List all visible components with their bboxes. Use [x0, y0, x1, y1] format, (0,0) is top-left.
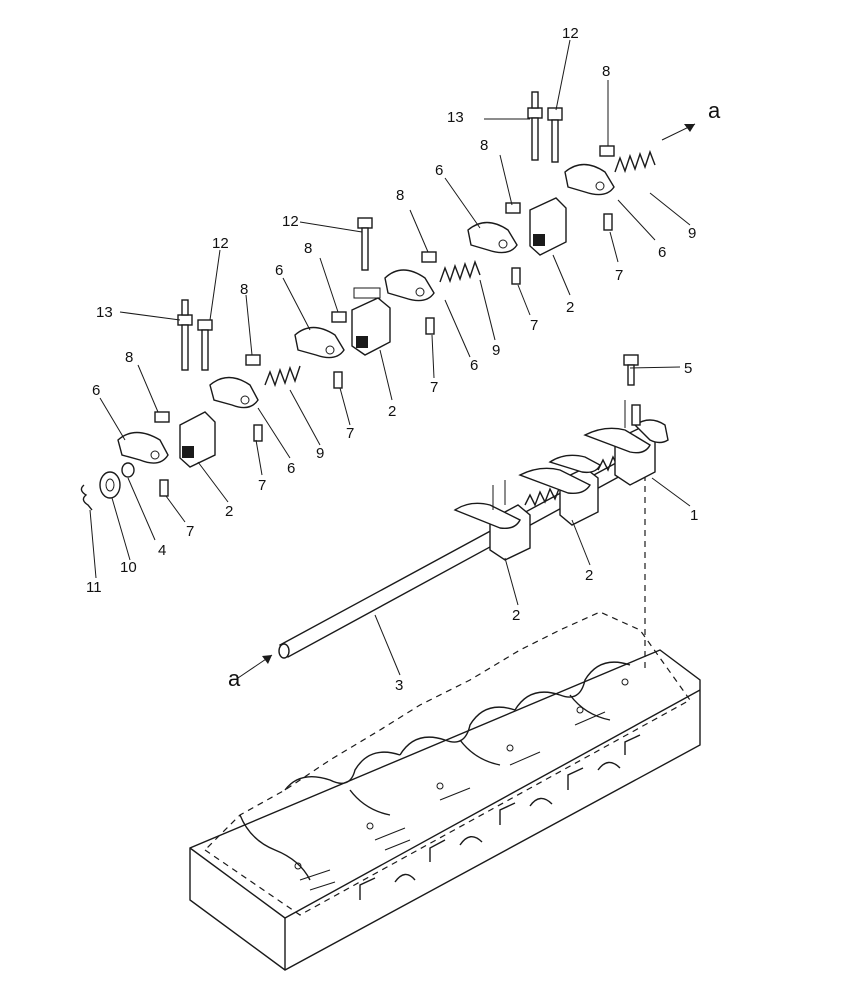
callout-2: 2	[388, 403, 396, 420]
callout-labels: a a 1 2 2 2 2 2 3 4 5 6 6 6 6 6 6 7 7 7 …	[86, 25, 721, 694]
adjust-screw-left-3	[333, 371, 343, 389]
arrow-a-top	[684, 124, 695, 132]
callout-13: 13	[96, 304, 113, 321]
callout-6: 6	[287, 460, 295, 477]
bolt-13-left	[177, 299, 193, 371]
callout-12: 12	[562, 25, 579, 42]
callout-6: 6	[470, 357, 478, 374]
callout-8: 8	[602, 63, 610, 80]
callout-12: 12	[282, 213, 299, 230]
nut-left-3	[331, 311, 347, 323]
callout-2: 2	[566, 299, 574, 316]
spring-right-9	[614, 149, 656, 174]
collar-4	[121, 462, 135, 478]
callout-2: 2	[585, 567, 593, 584]
assembled-rocker-group	[453, 400, 669, 561]
bolt-12-left	[197, 319, 213, 371]
callout-8: 8	[396, 187, 404, 204]
callout-6: 6	[658, 244, 666, 261]
callout-8: 8	[304, 240, 312, 257]
adjust-screw-mid-1	[425, 317, 435, 335]
callout-7: 7	[430, 379, 438, 396]
nut-mid-1	[421, 251, 437, 263]
adjust-screw-left-1	[159, 479, 169, 497]
rocker-arm-mid-2	[467, 221, 518, 254]
callout-7: 7	[615, 267, 623, 284]
spring-left-9	[264, 365, 301, 388]
callout-2: 2	[512, 607, 520, 624]
rocker-arm-left-3	[294, 326, 345, 359]
nut-mid-2	[505, 202, 521, 214]
callout-5: 5	[684, 360, 692, 377]
callout-9: 9	[492, 342, 500, 359]
callout-2: 2	[225, 503, 233, 520]
callout-1: 1	[690, 507, 698, 524]
bolt-12-middle	[357, 217, 373, 271]
adjust-screw-right	[603, 213, 613, 231]
ref-a-bottom: a	[228, 666, 241, 691]
washer-10	[99, 471, 121, 499]
bolt-5	[623, 354, 639, 386]
callout-6: 6	[275, 262, 283, 279]
callout-13: 13	[447, 109, 464, 126]
callout-7: 7	[346, 425, 354, 442]
callout-6: 6	[92, 382, 100, 399]
adjust-screw-mid-2	[511, 267, 521, 285]
rocker-arm-left-1	[117, 431, 169, 464]
snap-ring-11	[80, 484, 93, 511]
support-left-1	[179, 411, 216, 468]
support-middle	[351, 287, 391, 356]
rocker-arm-left-2	[209, 376, 259, 409]
nut-left-2	[245, 354, 261, 366]
callout-8: 8	[125, 349, 133, 366]
nut-right	[599, 145, 615, 157]
rocker-arm-right	[564, 163, 615, 196]
support-right	[529, 197, 567, 256]
callout-9: 9	[316, 445, 324, 462]
callout-8: 8	[240, 281, 248, 298]
arrow-a-bottom	[262, 655, 272, 664]
callout-7: 7	[258, 477, 266, 494]
callout-4: 4	[158, 542, 166, 559]
callout-9: 9	[688, 225, 696, 242]
ref-a-top: a	[708, 98, 721, 123]
bolt-13-right	[527, 91, 543, 161]
leader-lines	[89, 39, 696, 679]
callout-6: 6	[435, 162, 443, 179]
cylinder-head	[189, 611, 701, 971]
callout-3: 3	[395, 677, 403, 694]
callout-8: 8	[480, 137, 488, 154]
adjust-screw-left-2	[253, 424, 263, 442]
callout-10: 10	[120, 559, 137, 576]
spring-mid-9	[439, 259, 481, 284]
callout-11: 11	[86, 579, 102, 596]
callout-7: 7	[530, 317, 538, 334]
callout-7: 7	[186, 523, 194, 540]
bolt-12-right	[547, 107, 563, 163]
callout-12: 12	[212, 235, 229, 252]
rocker-arm-mid-1	[384, 269, 435, 302]
nut-left-1	[154, 411, 170, 423]
